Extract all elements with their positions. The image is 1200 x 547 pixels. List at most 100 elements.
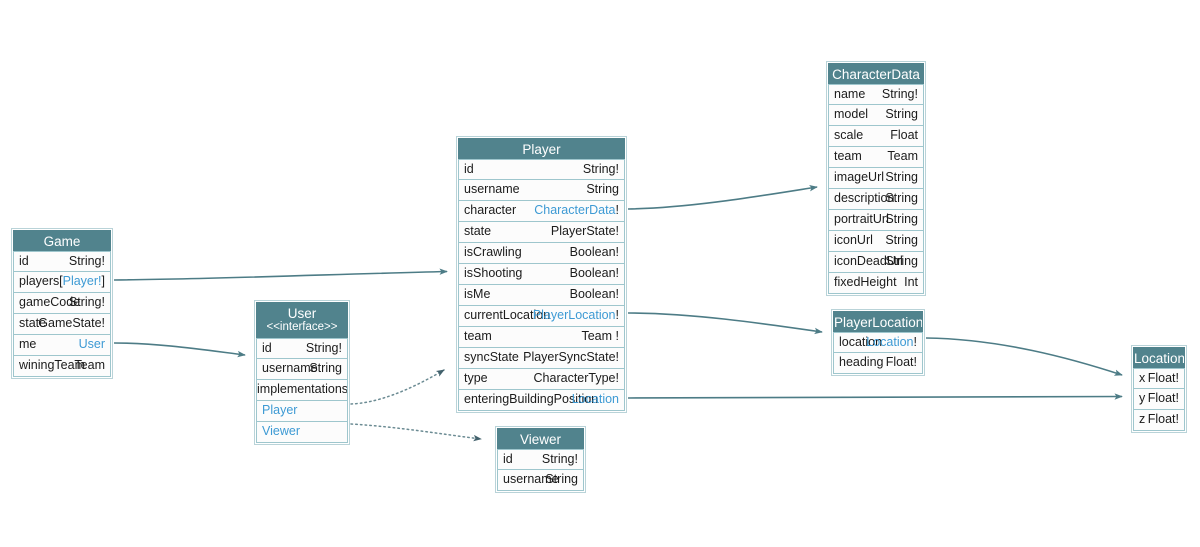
field-name: isMe bbox=[464, 287, 491, 301]
field-row[interactable]: portraitUrl String bbox=[828, 210, 924, 231]
field-name: type bbox=[464, 371, 488, 385]
field-type: Boolean! bbox=[569, 245, 619, 259]
field-row[interactable]: isCrawling Boolean! bbox=[458, 243, 625, 264]
field-name: id bbox=[503, 452, 513, 466]
field-row[interactable]: syncState PlayerSyncState! bbox=[458, 348, 625, 369]
edge-game-players-to-player bbox=[113, 268, 448, 281]
field-type: String bbox=[309, 361, 342, 375]
field-name: id bbox=[262, 341, 272, 355]
field-name: name bbox=[834, 87, 866, 101]
edge-user-player-implementation bbox=[350, 369, 445, 405]
field-row[interactable]: imageUrl String bbox=[828, 168, 924, 189]
entity-viewer-title: Viewer bbox=[497, 428, 584, 449]
field-name: username bbox=[503, 472, 559, 486]
field-name: model bbox=[834, 107, 869, 121]
field-row[interactable]: winingTeam Team bbox=[13, 356, 111, 377]
field-row[interactable]: team Team bbox=[828, 147, 924, 168]
field-row[interactable]: heading Float! bbox=[833, 353, 923, 374]
implementation-viewer-row[interactable]: Viewer bbox=[256, 422, 348, 443]
field-name: fixedHeight bbox=[834, 275, 897, 289]
field-row[interactable]: me User bbox=[13, 335, 111, 356]
field-row[interactable]: iconUrl String bbox=[828, 231, 924, 252]
field-name: id bbox=[464, 162, 474, 176]
field-type-ref[interactable]: PlayerLocation! bbox=[532, 308, 619, 322]
field-row[interactable]: username String bbox=[256, 359, 348, 380]
field-name: iconDeadUrl bbox=[834, 254, 903, 268]
field-type: String bbox=[885, 107, 918, 121]
field-type: String bbox=[586, 182, 619, 196]
field-type-ref[interactable]: Location! bbox=[866, 335, 917, 349]
field-name: y bbox=[1139, 391, 1146, 405]
field-row[interactable]: players [Player!] bbox=[13, 272, 111, 293]
field-name: portraitUrl bbox=[834, 212, 889, 226]
entity-game[interactable]: Game id String! players [Player!] gameCo… bbox=[11, 228, 113, 379]
field-row[interactable]: id String! bbox=[458, 159, 625, 180]
field-row[interactable]: scale Float bbox=[828, 126, 924, 147]
field-row[interactable]: state PlayerState! bbox=[458, 222, 625, 243]
field-type: Boolean! bbox=[569, 266, 619, 280]
entity-player[interactable]: Player id String! username String charac… bbox=[456, 136, 627, 413]
field-type-ref[interactable]: CharacterData! bbox=[534, 203, 619, 217]
field-name: username bbox=[262, 361, 318, 375]
entity-characterdata-title: CharacterData bbox=[828, 63, 924, 84]
entity-user[interactable]: User <<interface>> id String! username S… bbox=[254, 300, 350, 445]
field-name: team bbox=[464, 329, 492, 343]
field-type: String! bbox=[541, 452, 578, 466]
field-type: CharacterType! bbox=[533, 371, 619, 385]
field-row[interactable]: username String bbox=[458, 180, 625, 201]
entity-viewer[interactable]: Viewer id String! username String bbox=[495, 426, 586, 493]
entity-location-title: Location bbox=[1133, 347, 1185, 368]
entity-user-stereotype: <<interface>> bbox=[266, 321, 338, 333]
entity-playerlocation-title: PlayerLocation bbox=[833, 311, 923, 332]
field-row[interactable]: username String bbox=[497, 470, 584, 491]
field-name: imageUrl bbox=[834, 170, 885, 184]
field-row[interactable]: state GameState! bbox=[13, 314, 111, 335]
field-row[interactable]: isShooting Boolean! bbox=[458, 264, 625, 285]
field-row[interactable]: enteringBuildingPosition Location bbox=[458, 390, 625, 411]
field-type-ref[interactable]: Location bbox=[571, 392, 619, 406]
field-row[interactable]: location Location! bbox=[833, 332, 923, 353]
field-row[interactable]: name String! bbox=[828, 84, 924, 105]
field-name: enteringBuildingPosition bbox=[464, 392, 599, 406]
edge-playerlocation-location-to-location bbox=[925, 337, 1123, 376]
entity-location[interactable]: Location x Float! y Float! z Float! bbox=[1131, 345, 1187, 433]
field-type: String! bbox=[881, 87, 918, 101]
field-row[interactable]: y Float! bbox=[1133, 389, 1185, 410]
field-type: Team bbox=[887, 149, 918, 163]
field-type: Float bbox=[890, 128, 918, 142]
field-type: String bbox=[885, 170, 918, 184]
field-type: PlayerSyncState! bbox=[523, 350, 619, 364]
entity-characterdata[interactable]: CharacterData name String! model String … bbox=[826, 61, 926, 296]
edge-player-enteringbuildingposition-to-location bbox=[627, 393, 1123, 400]
field-row[interactable]: isMe Boolean! bbox=[458, 285, 625, 306]
field-row[interactable]: id String! bbox=[256, 338, 348, 359]
entity-playerlocation[interactable]: PlayerLocation location Location! headin… bbox=[831, 309, 925, 376]
field-row[interactable]: iconDeadUrl String bbox=[828, 252, 924, 273]
field-row[interactable]: character CharacterData! bbox=[458, 201, 625, 222]
implementation-player-row[interactable]: Player bbox=[256, 401, 348, 422]
field-row[interactable]: id String! bbox=[13, 251, 111, 272]
field-row[interactable]: description String bbox=[828, 189, 924, 210]
field-row[interactable]: gameCode String! bbox=[13, 293, 111, 314]
field-row[interactable]: currentLocation PlayerLocation! bbox=[458, 306, 625, 327]
entity-player-title: Player bbox=[458, 138, 625, 159]
edge-player-character-to-characterdata bbox=[627, 185, 818, 210]
field-name: gameCode bbox=[19, 295, 81, 309]
field-type: Team ! bbox=[581, 329, 619, 343]
field-type-ref[interactable]: [Player!] bbox=[59, 274, 105, 288]
field-row[interactable]: fixedHeight Int bbox=[828, 273, 924, 294]
entity-user-name: User bbox=[287, 306, 317, 321]
field-row[interactable]: model String bbox=[828, 105, 924, 126]
field-row[interactable]: type CharacterType! bbox=[458, 369, 625, 390]
field-type-ref[interactable]: User bbox=[78, 337, 105, 351]
field-name: state bbox=[464, 224, 492, 238]
field-row[interactable]: x Float! bbox=[1133, 368, 1185, 389]
field-row[interactable]: z Float! bbox=[1133, 410, 1185, 431]
field-name: team bbox=[834, 149, 862, 163]
field-row[interactable]: id String! bbox=[497, 449, 584, 470]
edge-user-viewer-implementation bbox=[350, 423, 482, 442]
field-name: character bbox=[464, 203, 517, 217]
field-row[interactable]: team Team ! bbox=[458, 327, 625, 348]
field-type: PlayerState! bbox=[550, 224, 619, 238]
